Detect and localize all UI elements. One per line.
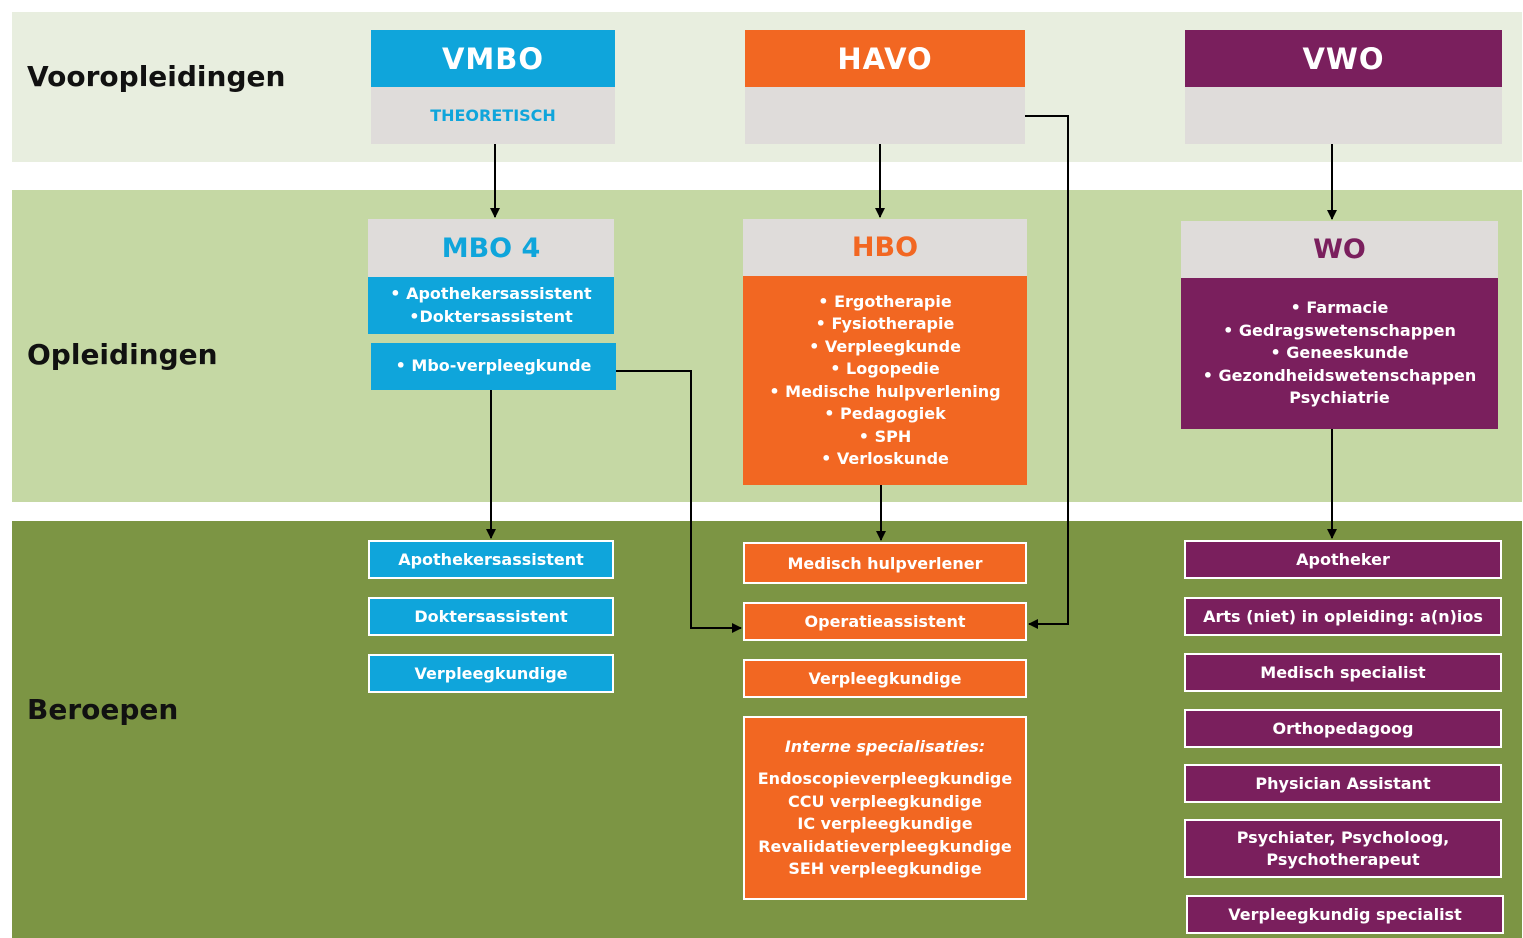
- row-label-beroepen: Beroepen: [27, 693, 178, 726]
- wo-item: • Gezondheidswetenschappen: [1203, 365, 1477, 388]
- wo-item: • Farmacie: [1291, 297, 1389, 320]
- job-box: Verpleegkundige: [368, 654, 614, 693]
- job-box: Verpleegkundige: [743, 659, 1027, 698]
- hbo-title: HBO: [743, 219, 1027, 276]
- wo-item: • Gedragswetenschappen: [1223, 320, 1456, 343]
- spec-item: Endoscopieverpleegkundige: [758, 768, 1012, 791]
- hbo-item: • Verpleegkunde: [809, 336, 961, 359]
- hbo-item: • Verloskunde: [821, 448, 949, 471]
- hbo-item: • Medische hulpverlening: [769, 381, 1000, 404]
- havo-subbox: [745, 87, 1025, 144]
- job-line: Psychiater, Psycholoog,: [1237, 827, 1450, 849]
- spec-title: Interne specialisaties:: [785, 736, 985, 759]
- vmbo-subtitle: THEORETISCH: [371, 87, 615, 144]
- job-box: Medisch hulpverlener: [743, 542, 1027, 584]
- mbo4-item: •Doktersassistent: [409, 306, 572, 329]
- job-box: Doktersassistent: [368, 597, 614, 636]
- job-box: Medisch specialist: [1184, 653, 1502, 692]
- mbo4-item: • Mbo-verpleegkunde: [396, 355, 592, 378]
- job-box: Orthopedagoog: [1184, 709, 1502, 748]
- hbo-item: • Ergotherapie: [818, 291, 951, 314]
- job-box: Arts (niet) in opleiding: a(n)ios: [1184, 597, 1502, 636]
- job-box: Verpleegkundig specialist: [1186, 895, 1504, 934]
- mbo4-list-1: • Apothekersassistent •Doktersassistent: [368, 277, 614, 334]
- hbo-specialisations: Interne specialisaties: Endoscopieverple…: [743, 716, 1027, 900]
- row-label-opleidingen: Opleidingen: [27, 338, 218, 371]
- vwo-subbox: [1185, 87, 1502, 144]
- job-box: Psychiater, Psycholoog, Psychotherapeut: [1184, 819, 1502, 878]
- hbo-list: • Ergotherapie • Fysiotherapie • Verplee…: [743, 276, 1027, 485]
- havo-header: HAVO: [745, 30, 1025, 87]
- job-box: Apotheker: [1184, 540, 1502, 579]
- hbo-item: • SPH: [859, 426, 911, 449]
- mbo4-list-2: • Mbo-verpleegkunde: [371, 343, 616, 390]
- wo-title: WO: [1181, 221, 1498, 278]
- job-line: Psychotherapeut: [1266, 849, 1419, 871]
- spec-item: SEH verpleegkundige: [788, 858, 981, 881]
- hbo-item: • Fysiotherapie: [816, 313, 955, 336]
- hbo-item: • Pedagogiek: [824, 403, 946, 426]
- row-label-vooropleidingen: Vooropleidingen: [27, 60, 285, 93]
- job-box: Physician Assistant: [1184, 764, 1502, 803]
- job-box: Operatieassistent: [743, 602, 1027, 641]
- wo-item: Psychiatrie: [1289, 387, 1389, 410]
- spec-item: IC verpleegkundige: [797, 813, 972, 836]
- vmbo-header: VMBO: [371, 30, 615, 87]
- wo-list: • Farmacie • Gedragswetenschappen • Gene…: [1181, 278, 1498, 429]
- job-box: Apothekersassistent: [368, 540, 614, 579]
- spec-item: CCU verpleegkundige: [788, 791, 982, 814]
- mbo4-title: MBO 4: [368, 219, 614, 277]
- mbo4-item: • Apothekersassistent: [390, 283, 591, 306]
- vwo-header: VWO: [1185, 30, 1502, 87]
- hbo-item: • Logopedie: [830, 358, 940, 381]
- wo-item: • Geneeskunde: [1270, 342, 1408, 365]
- spec-item: Revalidatieverpleegkundige: [758, 836, 1012, 859]
